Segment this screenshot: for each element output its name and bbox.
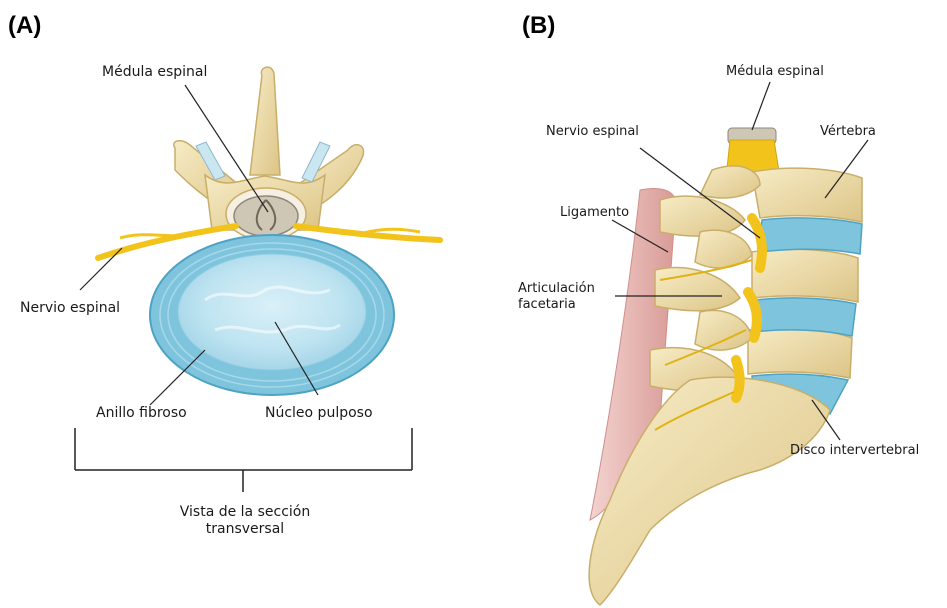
label-a-vista-seccion: Vista de la sección transversal: [160, 504, 330, 538]
label-a-anillo-fibroso: Anillo fibroso: [96, 405, 187, 422]
label-a-nervio-espinal: Nervio espinal: [20, 300, 120, 317]
intervertebral-disc-cross-section: [150, 235, 394, 395]
label-a-vista-line2: transversal: [160, 521, 330, 538]
label-a-medula-espinal: Médula espinal: [102, 64, 207, 81]
spinal-cord-cross-section: [234, 196, 298, 236]
label-a-nucleo-pulposo: Núcleo pulposo: [265, 405, 373, 422]
label-b-vertebra: Vértebra: [820, 124, 876, 140]
label-b-articulacion-line1: Articulación: [518, 281, 595, 297]
label-b-medula-espinal: Médula espinal: [726, 64, 824, 80]
label-b-articulacion-line2: facetaria: [518, 297, 595, 313]
vertebral-bodies: [748, 168, 862, 378]
label-b-nervio-espinal: Nervio espinal: [546, 124, 639, 140]
panel-a-illustration: [75, 67, 440, 492]
label-a-vista-line1: Vista de la sección: [160, 504, 330, 521]
cross-section-bracket: [75, 428, 412, 492]
panel-b-illustration: [589, 82, 868, 605]
label-b-disco-intervertebral: Disco intervertebral: [790, 443, 919, 459]
label-b-ligamento: Ligamento: [560, 205, 629, 221]
label-b-articulacion-facetaria: Articulación facetaria: [518, 281, 595, 313]
